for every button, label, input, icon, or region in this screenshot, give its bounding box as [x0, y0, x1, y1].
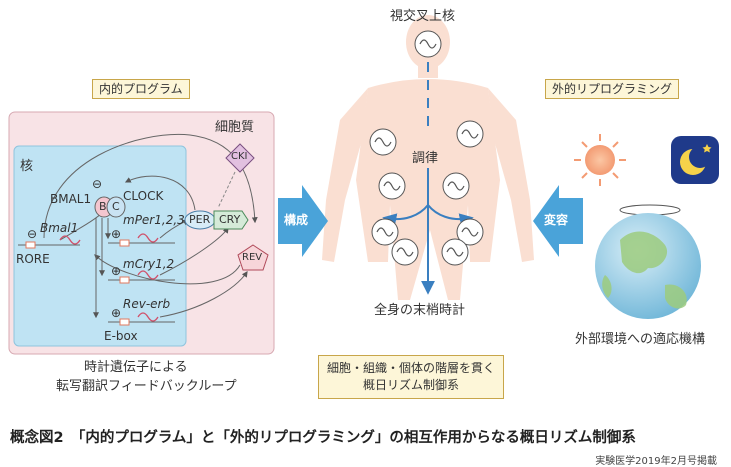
rev-label: REV	[242, 252, 263, 263]
plus-sign-reverb: ⊕	[111, 306, 122, 320]
oscillation-icon	[442, 172, 470, 200]
nucleus-label: 核	[20, 159, 34, 174]
feedback-loop-per-cry	[124, 175, 196, 211]
left-sub-line2: 転写翻訳フィードバックループ	[56, 379, 237, 394]
earth-icon	[595, 204, 701, 319]
minus-sign-top: ⊖	[92, 177, 103, 191]
transform-arrow	[533, 185, 583, 257]
reverb-gene-label: Rev-erb	[123, 297, 171, 311]
oscillation-icon	[369, 128, 397, 156]
whole-body-clock-label: 全身の末梢時計	[374, 303, 466, 318]
clock-protein	[106, 196, 126, 218]
body-left-curve	[382, 204, 429, 228]
rev-protein	[237, 244, 269, 271]
cki-kinase	[225, 143, 255, 173]
mcry-gene-label: mCry1,2	[123, 257, 175, 271]
bmal1-protein-label: BMAL1	[50, 192, 92, 206]
figure-caption: 概念図2 「内的プログラム」と「外的リプログラミング」の相互作用からなる概日リズ…	[10, 430, 636, 446]
ebox-label: E-box	[104, 329, 138, 343]
cytoplasm-label: 細胞質	[215, 120, 255, 135]
left-sub-line1: 時計遺伝子による	[84, 360, 188, 375]
oscillation-icons	[369, 30, 484, 266]
cry-label: CRY	[219, 213, 241, 226]
reverb-to-rev-arrow	[159, 271, 248, 318]
left-header-label: 内的プログラム	[92, 79, 190, 99]
construct-arrow	[278, 185, 328, 257]
b-label: B	[99, 200, 107, 213]
mper-mrna-wave	[137, 233, 159, 243]
source-credit: 実験医学2019年2月号掲載	[595, 456, 717, 467]
rore-element	[25, 241, 36, 249]
oscillation-icon	[378, 172, 406, 200]
body-label: 調律	[412, 151, 439, 166]
right-header-label: 外的リプログラミング	[545, 79, 680, 99]
plus-sign-mcry: ⊕	[111, 264, 122, 278]
mper-gene-label: mPer1,2,3	[123, 213, 185, 227]
reverb-mrna-wave	[137, 312, 159, 322]
transform-arrow-label: 変容	[544, 213, 569, 227]
mcry-mrna-wave	[137, 270, 159, 280]
scn-label: 視交叉上核	[390, 9, 456, 24]
center-box-line1: 細胞・組織・個体の階層を貫く	[327, 361, 496, 375]
nucleus-panel	[13, 145, 187, 347]
c-label: C	[112, 200, 120, 213]
mper-ebox	[119, 239, 130, 247]
cki-dashed-link	[217, 171, 236, 209]
sun-icon	[574, 134, 626, 186]
center-summary-box: 細胞・組織・個体の階層を貫く 概日リズム制御系	[318, 355, 505, 399]
per-label: PER	[189, 213, 211, 226]
oscillation-icon	[456, 120, 484, 148]
construct-arrow-label: 構成	[284, 213, 309, 227]
oscillation-icon	[441, 238, 469, 266]
bmal1-gene-label: Bmal1	[40, 221, 79, 235]
clock-protein-label: CLOCK	[123, 189, 164, 203]
reverb-ebox	[119, 318, 130, 326]
external-adaptation-label: 外部環境への適応機構	[575, 332, 706, 347]
bmal1-mrna-wave	[59, 235, 81, 245]
oscillation-icon	[456, 218, 484, 246]
mcry-to-cry-arrow	[159, 227, 229, 276]
plus-sign-mper: ⊕	[111, 227, 122, 241]
cry-protein	[213, 210, 249, 230]
moon-icon	[671, 136, 719, 184]
feedback-loop-large	[43, 133, 258, 239]
minus-sign-bmal1: ⊖	[27, 227, 38, 241]
oscillation-icon	[371, 218, 399, 246]
feedback-loop-rev	[94, 254, 241, 285]
rore-label: RORE	[16, 252, 50, 266]
body-right-curve	[427, 204, 474, 228]
oscillation-icon	[414, 30, 442, 58]
oscillation-icon	[391, 238, 419, 266]
cki-label: CKI	[231, 151, 248, 162]
center-box-line2: 概日リズム制御系	[363, 378, 460, 392]
mcry-ebox	[119, 276, 130, 284]
